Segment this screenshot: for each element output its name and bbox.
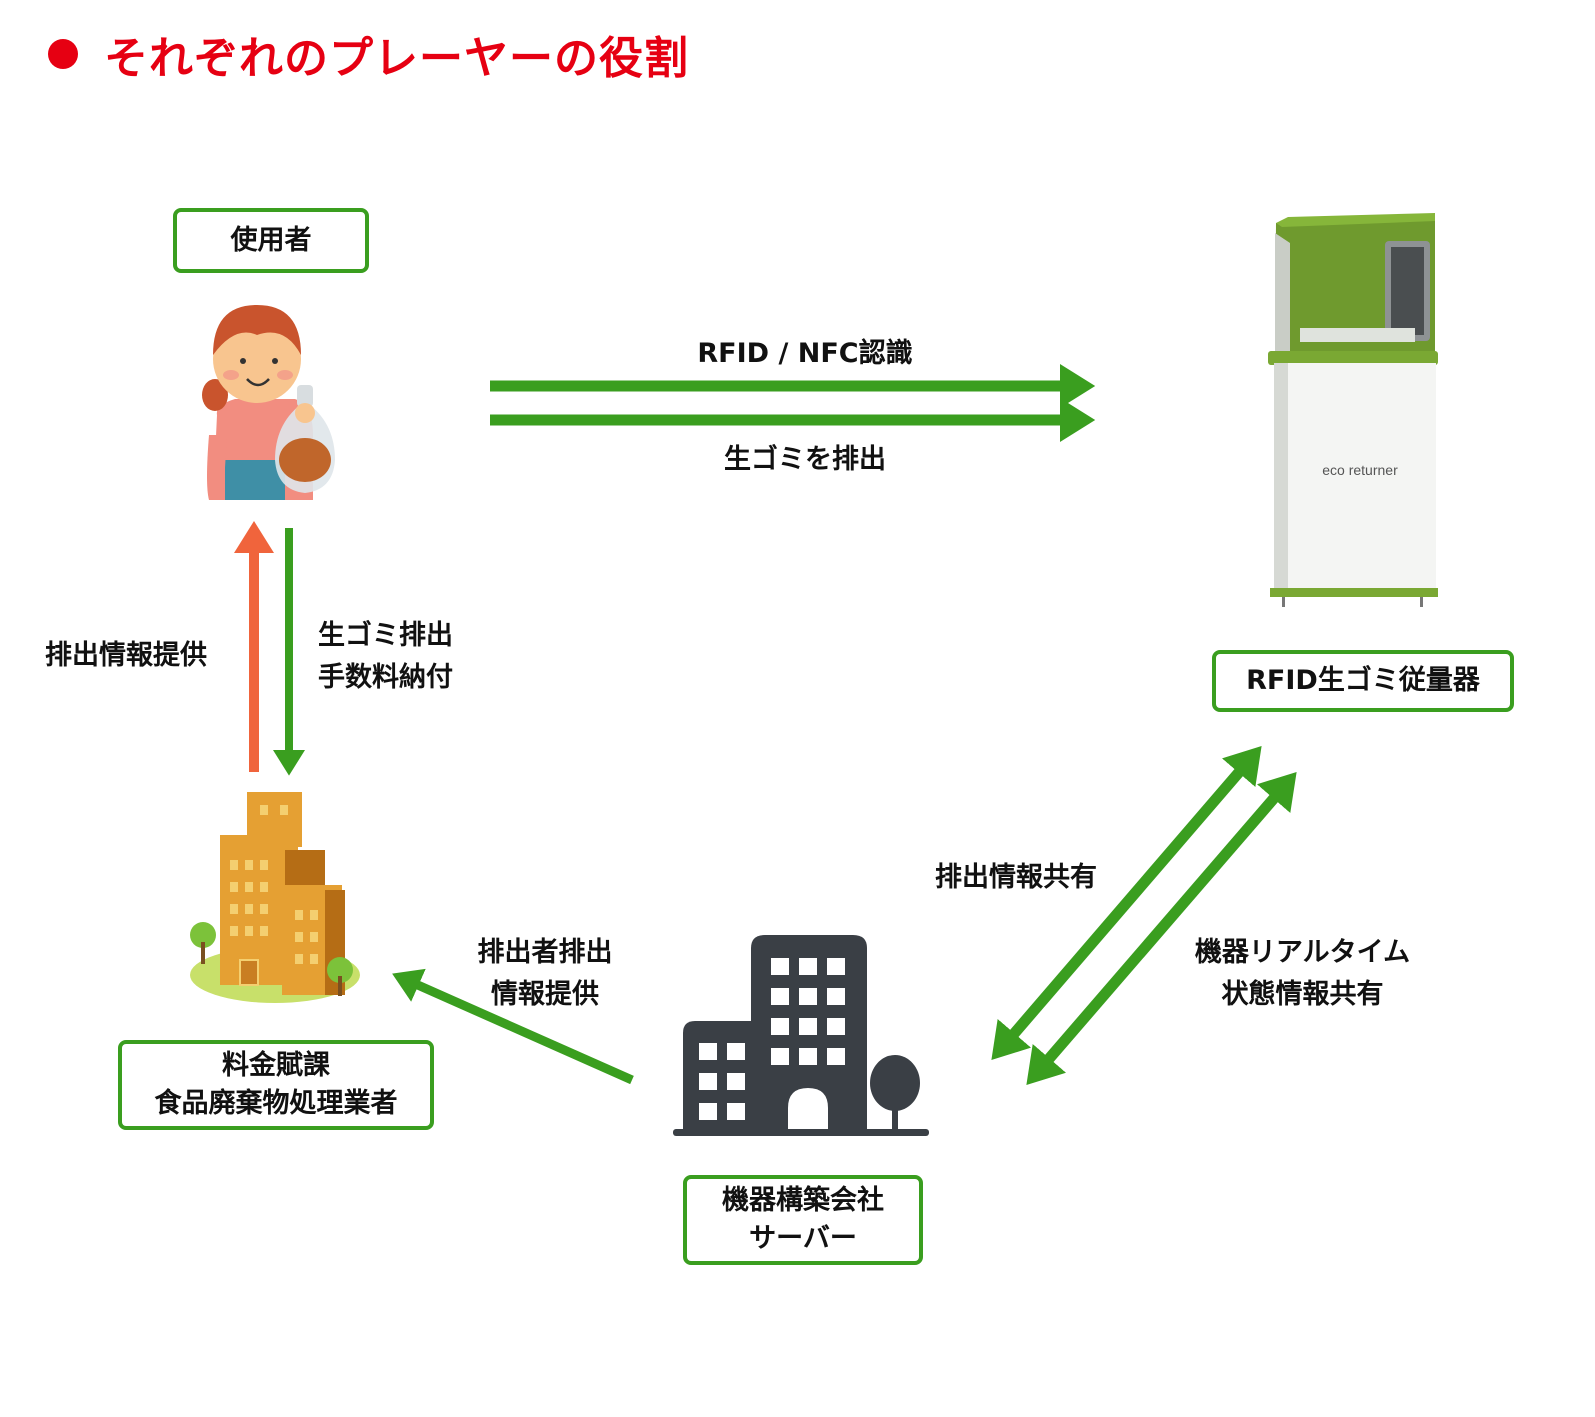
server-label-box: 機器構築会社 サーバー [683, 1175, 923, 1265]
page-title-text: それぞれのプレーヤーの役割 [104, 33, 689, 84]
red-circle-bullet-icon [48, 39, 78, 69]
fee-line-2: 手数料納付 [318, 662, 453, 693]
flow-label-server-to-municipality: 排出者排出 情報提供 [470, 932, 620, 1016]
dark-company-building-icon [673, 935, 929, 1136]
flow-label-rfid-nfc: RFID / NFC認識 [697, 338, 913, 369]
arrow-server-to-municipality [392, 968, 634, 1085]
municipality-label-line-2: 食品廃棄物処理業者 [154, 1088, 398, 1119]
user-label-box: 使用者 [173, 208, 369, 273]
flow-label-garbage-disposal: 生ゴミを排出 [724, 444, 886, 475]
realtime-line-1: 機器リアルタイム [1194, 937, 1411, 968]
server-muni-line-2: 情報提供 [491, 979, 599, 1010]
fee-line-1: 生ゴミ排出 [318, 620, 453, 651]
orange-office-building-icon [190, 792, 360, 1003]
flow-label-fee-payment: 生ゴミ排出 手数料納付 [318, 615, 453, 699]
municipality-label-box: 料金賦課 食品廃棄物処理業者 [118, 1040, 434, 1130]
device-label: RFID生ゴミ従量器 [1246, 665, 1480, 696]
user-label: 使用者 [230, 224, 312, 256]
arrow-realtime-status-share [1026, 772, 1297, 1085]
flow-label-discharge-info-provision: 排出情報提供 [45, 640, 207, 671]
device-label-box: RFID生ゴミ従量器 [1212, 650, 1514, 712]
server-label-line-1: 機器構築会社 [722, 1185, 884, 1216]
page-title: それぞれのプレーヤーの役割 [48, 22, 689, 86]
municipality-label-line-1: 料金賦課 [222, 1050, 330, 1081]
realtime-line-2: 状態情報共有 [1221, 979, 1384, 1010]
flow-label-discharge-info-share: 排出情報共有 [935, 862, 1097, 893]
flow-label-realtime-status-share: 機器リアルタイム 状態情報共有 [1180, 932, 1425, 1016]
woman-with-garbage-bag-icon [202, 305, 335, 500]
eco-returner-machine-icon: eco returner [1268, 213, 1438, 607]
eco-returner-brand-text: eco returner [1322, 462, 1398, 478]
server-muni-line-1: 排出者排出 [477, 937, 613, 968]
server-label-line-2: サーバー [749, 1223, 857, 1254]
